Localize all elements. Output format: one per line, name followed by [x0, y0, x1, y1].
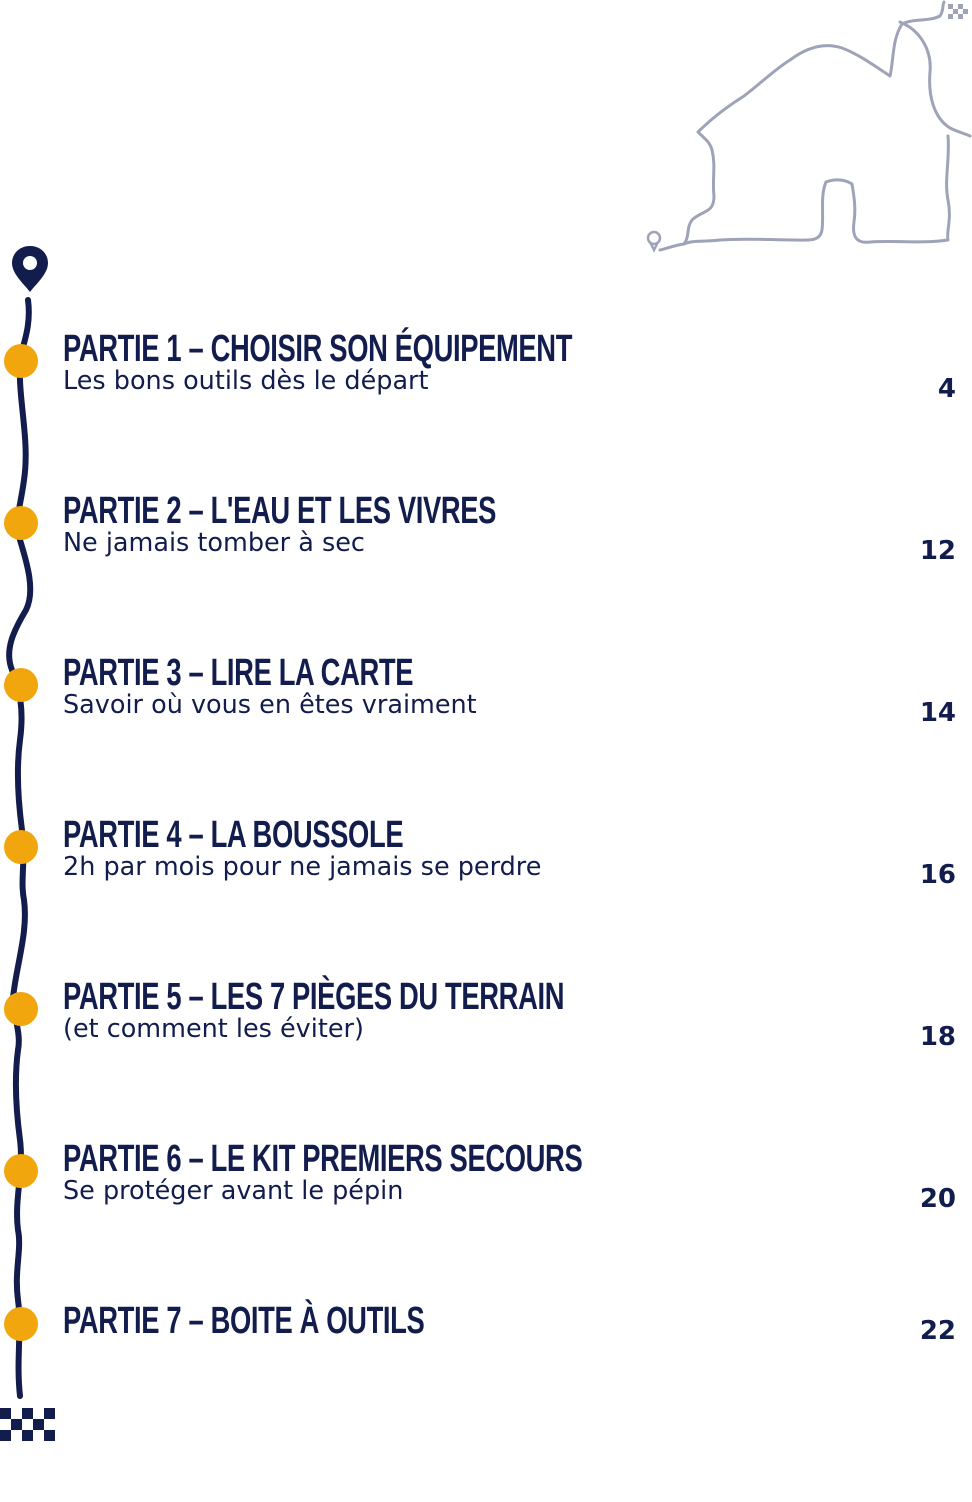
route-stop-icon: [4, 506, 38, 540]
toc-entry-subtitle: (et comment les éviter): [63, 1014, 364, 1044]
route-stop-icon: [4, 1154, 38, 1188]
toc-entry-title: PARTIE 4 – LA BOUSSOLE: [63, 814, 404, 856]
toc-page-number: 4: [937, 374, 956, 404]
toc-entry-4[interactable]: PARTIE 4 – LA BOUSSOLE 2h par mois pour …: [63, 816, 903, 882]
toc-entry-subtitle: Se protéger avant le pépin: [63, 1176, 404, 1206]
toc-entry-7[interactable]: PARTIE 7 – BOITE À OUTILS: [63, 1302, 903, 1340]
toc-entry-title: PARTIE 1 – CHOISIR SON ÉQUIPEMENT: [63, 328, 573, 370]
toc-entry-1[interactable]: PARTIE 1 – CHOISIR SON ÉQUIPEMENT Les bo…: [63, 330, 903, 396]
route-stop-icon: [4, 668, 38, 702]
toc-entry-subtitle: Les bons outils dès le départ: [63, 366, 429, 396]
toc-entry-title: PARTIE 6 – LE KIT PREMIERS SECOURS: [63, 1138, 583, 1180]
checkered-flag-icon: [0, 1408, 55, 1441]
toc-entry-subtitle: Ne jamais tomber à sec: [63, 528, 365, 558]
toc-entry-6[interactable]: PARTIE 6 – LE KIT PREMIERS SECOURS Se pr…: [63, 1140, 903, 1206]
route-stop-icon: [4, 830, 38, 864]
toc-page-number: 12: [919, 536, 956, 566]
route-start-pin-icon: [646, 230, 662, 253]
toc-page-number: 18: [919, 1022, 956, 1052]
toc-entry-title: PARTIE 5 – LES 7 PIÈGES DU TERRAIN: [63, 976, 565, 1018]
toc-page-number: 14: [919, 698, 956, 728]
toc-entry-3[interactable]: PARTIE 3 – LIRE LA CARTE Savoir où vous …: [63, 654, 903, 720]
map-pin-icon: [12, 246, 48, 292]
route-finish-flag-icon: [948, 4, 968, 19]
toc-entry-subtitle: 2h par mois pour ne jamais se perdre: [63, 852, 542, 882]
toc-entry-title: PARTIE 3 – LIRE LA CARTE: [63, 652, 414, 694]
toc-page-number: 22: [919, 1316, 956, 1346]
toc-page-number: 20: [919, 1184, 956, 1214]
toc-entry-title: PARTIE 7 – BOITE À OUTILS: [63, 1300, 425, 1342]
route-stop-icon: [4, 1307, 38, 1341]
route-stop-icon: [4, 344, 38, 378]
route-stop-icon: [4, 992, 38, 1026]
toc-entry-subtitle: Savoir où vous en êtes vraiment: [63, 690, 477, 720]
toc-entry-2[interactable]: PARTIE 2 – L'EAU ET LES VIVRES Ne jamais…: [63, 492, 903, 558]
toc-entry-title: PARTIE 2 – L'EAU ET LES VIVRES: [63, 490, 497, 532]
toc-page-number: 16: [919, 860, 956, 890]
toc-entry-5[interactable]: PARTIE 5 – LES 7 PIÈGES DU TERRAIN (et c…: [63, 978, 903, 1044]
